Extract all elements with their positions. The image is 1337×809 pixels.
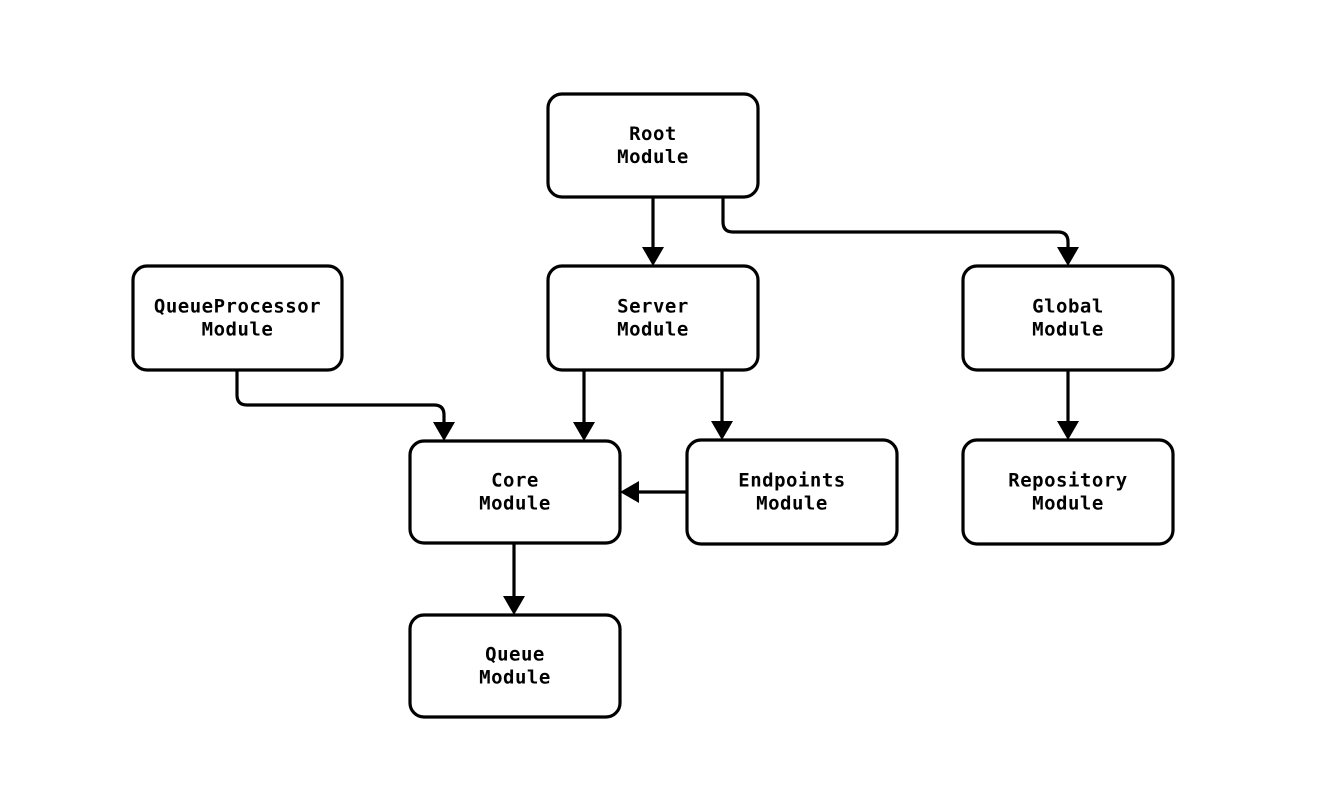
node-label-line1: Queue <box>485 644 545 666</box>
node-label-line1: Core <box>491 470 539 492</box>
arrowhead-icon <box>642 247 664 266</box>
node-label-line1: QueueProcessor <box>154 296 321 318</box>
node-label-line1: Repository <box>1008 470 1127 492</box>
node-label-line1: Server <box>617 296 689 318</box>
node-label-line2: Module <box>479 493 551 515</box>
node-box[interactable] <box>685 438 899 546</box>
edge-server-to-core <box>573 370 595 441</box>
arrowhead-icon <box>620 481 639 503</box>
node-label-line2: Module <box>479 667 551 689</box>
node-box[interactable] <box>546 92 760 199</box>
edge-root-to-server <box>642 197 664 266</box>
nodes-layer: RootModuleQueueProcessorModuleServerModu… <box>131 92 1175 719</box>
node-box[interactable] <box>408 613 622 719</box>
node-label-line2: Module <box>756 493 828 515</box>
node-box[interactable] <box>131 264 344 372</box>
node-label-line1: Endpoints <box>738 470 845 492</box>
arrowhead-icon <box>573 422 595 441</box>
edge-server-to-endpoints <box>711 370 733 440</box>
node-box[interactable] <box>961 264 1175 372</box>
edge-queueprocessor-to-core <box>235 370 455 441</box>
arrowhead-icon <box>1057 421 1079 440</box>
edge-endpoints-to-core <box>620 481 687 503</box>
edge-global-to-repository <box>1057 370 1079 440</box>
edges-layer <box>235 197 1079 615</box>
node-label-line2: Module <box>1032 493 1104 515</box>
node-box[interactable] <box>546 264 760 372</box>
node-box[interactable] <box>961 438 1175 546</box>
arrowhead-icon <box>711 421 733 440</box>
node-label-line1: Global <box>1032 296 1104 318</box>
edge-core-to-queue <box>503 543 525 615</box>
node-label-line2: Module <box>1032 319 1104 341</box>
edge-root-to-global <box>721 197 1079 266</box>
arrowhead-icon <box>503 596 525 615</box>
node-label-line2: Module <box>202 319 274 341</box>
node-label-line2: Module <box>617 319 689 341</box>
edge-line <box>235 370 446 431</box>
node-label-line2: Module <box>617 146 689 168</box>
node-box[interactable] <box>408 439 622 545</box>
edge-line <box>721 197 1070 256</box>
arrowhead-icon <box>433 422 455 441</box>
arrowhead-icon <box>1057 247 1079 266</box>
node-label-line1: Root <box>629 123 677 145</box>
